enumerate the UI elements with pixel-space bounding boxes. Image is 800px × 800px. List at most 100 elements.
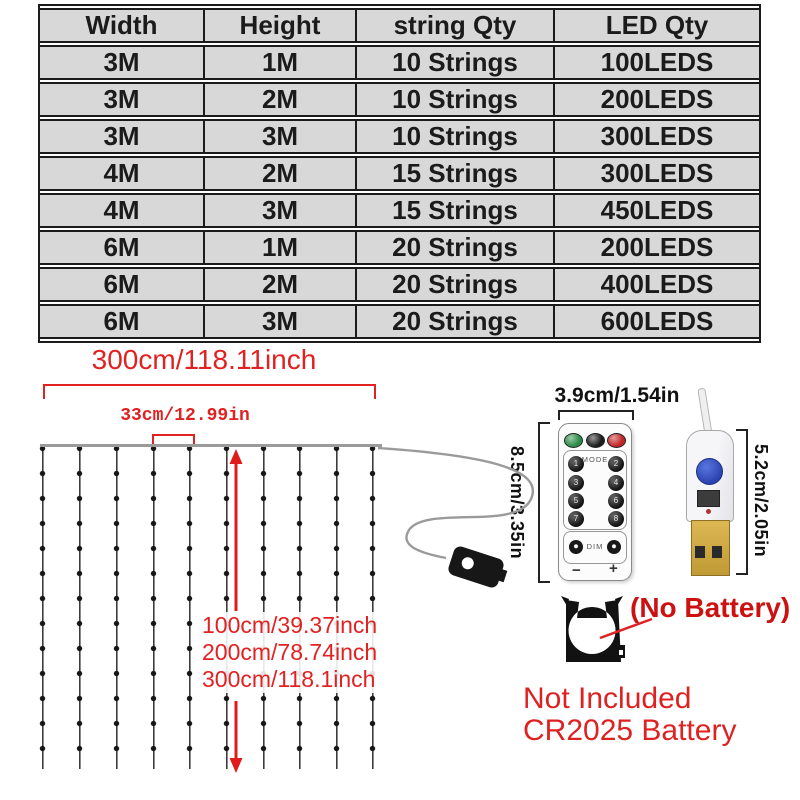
remote-mode-button-3: 3 bbox=[568, 475, 584, 491]
curtain-width-label: 300cm/118.11inch bbox=[91, 344, 317, 375]
table-row: 3M 3M 10 Strings 300LEDS bbox=[40, 119, 759, 154]
cell-width: 3M bbox=[40, 119, 203, 154]
remote-width-label: 3.9cm/1.54in bbox=[554, 384, 680, 407]
cell-height: 1M bbox=[203, 230, 355, 265]
curtain-top-rail bbox=[40, 444, 382, 447]
led-string bbox=[186, 447, 193, 769]
col-header-width: Width bbox=[40, 8, 203, 43]
cell-led-qty: 200LEDS bbox=[553, 82, 759, 117]
dim-label: DIM bbox=[586, 542, 604, 551]
remote-mode-button-8: 8 bbox=[608, 511, 624, 527]
remote-mode-button-6: 6 bbox=[608, 493, 624, 509]
string-spacing-label: 33cm/12.99in bbox=[120, 406, 250, 426]
cell-led-qty: 400LEDS bbox=[553, 267, 759, 302]
remote-control: MODE 1 2 3 4 5 6 7 8 DIM − + bbox=[558, 423, 632, 581]
remote-dim-panel: DIM bbox=[563, 531, 627, 564]
remote-timer-button bbox=[586, 433, 605, 448]
dim-down-knob bbox=[569, 540, 583, 554]
led-string bbox=[369, 447, 376, 769]
usb-plug-slot bbox=[695, 546, 705, 558]
plus-sign: + bbox=[609, 560, 618, 577]
cell-height: 2M bbox=[203, 267, 355, 302]
cell-string-qty: 10 Strings bbox=[355, 45, 553, 80]
cell-height: 2M bbox=[203, 156, 355, 191]
cell-width: 3M bbox=[40, 82, 203, 117]
cell-height: 3M bbox=[203, 193, 355, 228]
drop-length-label: 100cm/39.37inch bbox=[200, 612, 380, 639]
spec-table: Width Height string Qty LED Qty 3M 1M 10… bbox=[38, 4, 761, 343]
battery-clip bbox=[561, 596, 625, 662]
width-dimension-bracket bbox=[43, 384, 376, 399]
cell-height: 1M bbox=[203, 45, 355, 80]
remote-mode-button-7: 7 bbox=[568, 511, 584, 527]
spacing-dimension-bracket bbox=[152, 434, 195, 444]
cell-led-qty: 450LEDS bbox=[553, 193, 759, 228]
drop-length-label: 200cm/78.74inch bbox=[200, 639, 380, 666]
led-string bbox=[223, 447, 230, 769]
cell-string-qty: 10 Strings bbox=[355, 119, 553, 154]
height-arrow-up bbox=[229, 449, 243, 611]
col-header-led-qty: LED Qty bbox=[553, 8, 759, 43]
cell-led-qty: 200LEDS bbox=[553, 230, 759, 265]
cell-width: 4M bbox=[40, 193, 203, 228]
led-string bbox=[76, 447, 83, 769]
table-row: 4M 2M 15 Strings 300LEDS bbox=[40, 156, 759, 191]
usb-plug-slot bbox=[712, 546, 722, 558]
led-string bbox=[296, 447, 303, 769]
remote-mode-button-1: 1 bbox=[568, 456, 584, 472]
cell-width: 4M bbox=[40, 156, 203, 191]
cell-string-qty: 20 Strings bbox=[355, 267, 553, 302]
remote-height-bracket bbox=[538, 422, 550, 583]
remote-mode-panel: MODE 1 2 3 4 5 6 7 8 bbox=[563, 450, 627, 530]
led-string bbox=[39, 447, 46, 769]
led-string bbox=[150, 447, 157, 769]
spec-header-row: Width Height string Qty LED Qty bbox=[40, 8, 759, 43]
table-row: 3M 1M 10 Strings 100LEDS bbox=[40, 45, 759, 80]
not-included-line2: CR2025 Battery bbox=[523, 714, 737, 747]
cell-width: 6M bbox=[40, 267, 203, 302]
led-string bbox=[333, 447, 340, 769]
cell-width: 3M bbox=[40, 45, 203, 80]
usb-height-label: 5.2cm/2.05in bbox=[751, 444, 771, 558]
table-row: 6M 2M 20 Strings 400LEDS bbox=[40, 267, 759, 302]
cell-width: 6M bbox=[40, 230, 203, 265]
table-row: 6M 1M 20 Strings 200LEDS bbox=[40, 230, 759, 265]
cell-led-qty: 600LEDS bbox=[553, 304, 759, 339]
usb-chip bbox=[697, 490, 720, 507]
no-battery-label: (No Battery) bbox=[630, 592, 791, 623]
table-row: 4M 3M 15 Strings 450LEDS bbox=[40, 193, 759, 228]
usb-mode-button bbox=[696, 458, 723, 485]
cell-height: 2M bbox=[203, 82, 355, 117]
dim-up-knob bbox=[607, 540, 621, 554]
usb-indicator-dot bbox=[706, 509, 711, 514]
drop-length-label: 300cm/118.1inch bbox=[200, 666, 380, 693]
cell-string-qty: 15 Strings bbox=[355, 193, 553, 228]
wire-connector bbox=[448, 546, 508, 588]
table-row: 6M 3M 20 Strings 600LEDS bbox=[40, 304, 759, 339]
led-string bbox=[260, 447, 267, 769]
cell-led-qty: 300LEDS bbox=[553, 119, 759, 154]
height-arrow-down bbox=[229, 701, 243, 773]
usb-height-bracket bbox=[736, 429, 748, 575]
remote-mode-button-4: 4 bbox=[608, 475, 624, 491]
minus-sign: − bbox=[572, 562, 581, 579]
cell-led-qty: 100LEDS bbox=[553, 45, 759, 80]
remote-height-label: 8.5cm/3.35in bbox=[507, 446, 527, 560]
remote-width-bracket bbox=[558, 410, 634, 420]
led-string bbox=[113, 447, 120, 769]
remote-power-on-button bbox=[564, 433, 583, 448]
cell-string-qty: 20 Strings bbox=[355, 304, 553, 339]
curtain-drop-length-labels: 100cm/39.37inch 200cm/78.74inch 300cm/11… bbox=[200, 612, 380, 693]
mode-label: MODE bbox=[581, 455, 609, 464]
cell-string-qty: 20 Strings bbox=[355, 230, 553, 265]
cell-height: 3M bbox=[203, 304, 355, 339]
remote-plus-minus-row: − + bbox=[559, 560, 631, 579]
col-header-string-qty: string Qty bbox=[355, 8, 553, 43]
cell-width: 6M bbox=[40, 304, 203, 339]
remote-power-off-button bbox=[607, 433, 626, 448]
remote-mode-button-2: 2 bbox=[608, 456, 624, 472]
not-included-line1: Not Included bbox=[523, 682, 692, 715]
cell-string-qty: 10 Strings bbox=[355, 82, 553, 117]
col-header-height: Height bbox=[203, 8, 355, 43]
